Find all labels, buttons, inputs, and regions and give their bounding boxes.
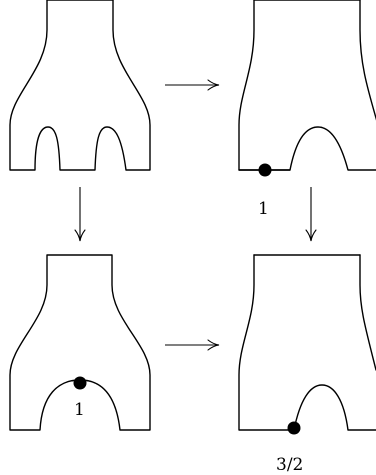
marker-label: 1 (74, 400, 85, 420)
pants-two-holes-outline (9, 0, 151, 171)
arrow-down-right (305, 187, 317, 242)
panel-bottom-right: 3/2 (238, 254, 376, 475)
pants-one-hole-outline (238, 0, 376, 171)
arrow-right-top (165, 79, 220, 91)
point-marker (287, 421, 301, 435)
point-marker (73, 376, 87, 390)
arrow-right-bottom (165, 339, 220, 351)
panel-top-left (9, 0, 151, 171)
marker-label: 3/2 (276, 455, 303, 475)
panel-top-right: 1 (238, 0, 376, 219)
arrow-down-left (74, 187, 86, 242)
panel-bottom-left: 1 (9, 254, 151, 431)
pants-one-hole-outline (238, 254, 376, 431)
marker-label: 1 (258, 199, 269, 219)
